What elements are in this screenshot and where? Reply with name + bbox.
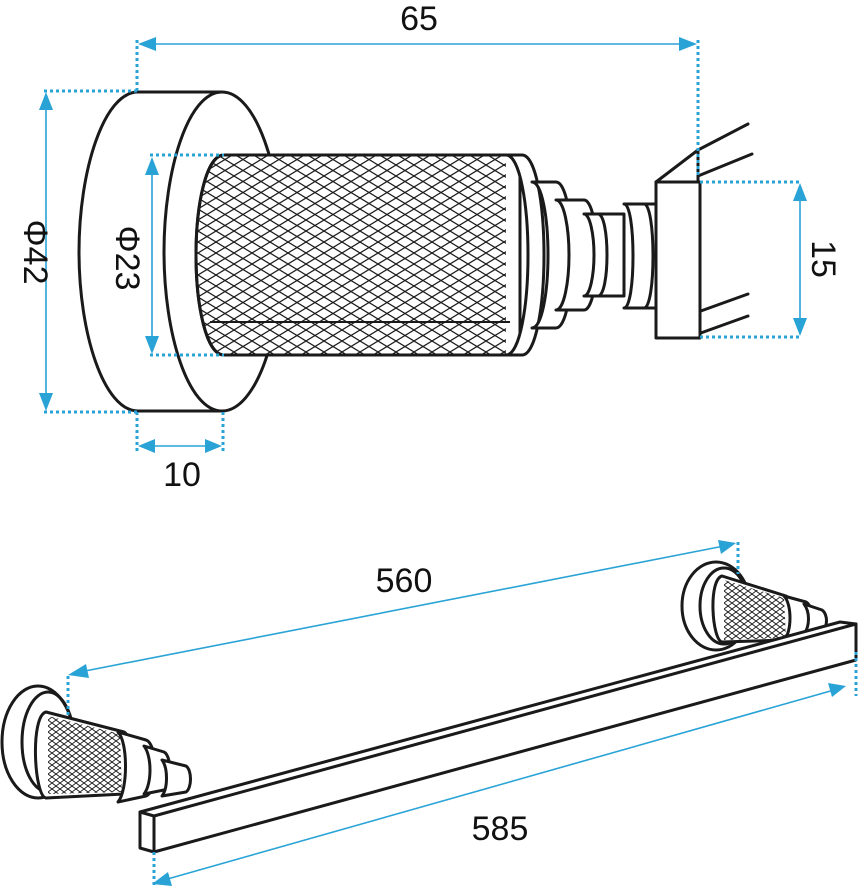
dim-base-diameter-label: Φ42 <box>16 220 54 285</box>
dim-bar-height: 15 <box>700 180 842 339</box>
dim-bar-overall-length-label: 585 <box>472 810 529 848</box>
dim-overall-depth: 65 <box>135 0 700 178</box>
dim-base-diameter: Φ42 <box>16 89 138 414</box>
dim-bar-inner-length: 560 <box>66 540 740 716</box>
left-bracket <box>0 684 192 804</box>
dim-base-thickness: 10 <box>135 412 225 494</box>
dim-bar-height-label: 15 <box>804 240 842 278</box>
dim-overall-depth-label: 65 <box>400 0 438 38</box>
bar-section <box>654 122 754 340</box>
dim-base-thickness-label: 10 <box>163 456 201 494</box>
towel-bar-view: 560 585 <box>0 540 858 888</box>
right-bracket <box>680 560 828 652</box>
dim-bar-inner-length-label: 560 <box>376 562 433 600</box>
stepped-collar <box>530 180 658 330</box>
dim-bar-overall-length: 585 <box>152 652 858 888</box>
dim-body-diameter-label: Φ23 <box>108 226 146 291</box>
bracket-detail-view: 65 Φ42 Φ23 10 <box>16 0 842 494</box>
knurled-body <box>194 153 546 357</box>
dim-body-diameter: Φ23 <box>108 153 224 357</box>
